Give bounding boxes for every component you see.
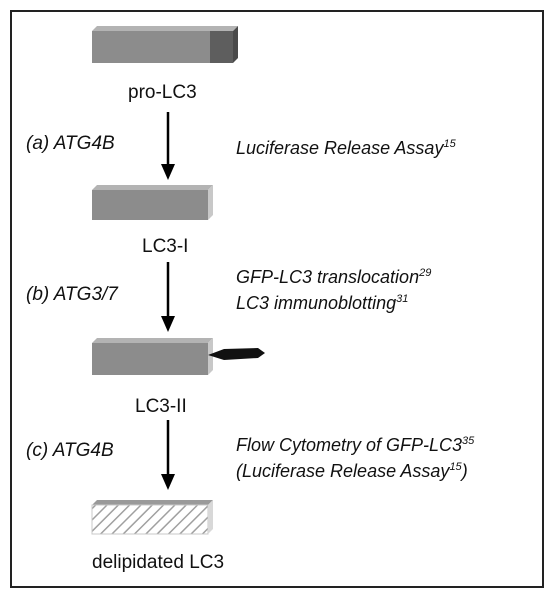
assay-b: GFP-LC3 translocation29 LC3 immunoblotti…	[236, 262, 431, 314]
lc3-ii-label: LC3-II	[135, 396, 187, 417]
assay-c-line2-close: )	[461, 461, 468, 481]
lc3-i-bar	[92, 185, 213, 220]
arrow-c	[161, 420, 175, 490]
assay-b-line2: LC3 immunoblotting	[236, 293, 397, 313]
assay-a-ref: 15	[443, 138, 456, 150]
assay-c-line2-ref: 15	[449, 461, 462, 473]
assay-c: Flow Cytometry of GFP-LC335 (Luciferase …	[236, 430, 474, 482]
arrow-a	[161, 112, 175, 180]
step-a-label: (a) ATG4B	[26, 133, 115, 154]
figure-frame	[10, 10, 544, 588]
assay-a-line1: Luciferase Release Assay	[236, 138, 444, 158]
lc3-i-label: LC3-I	[142, 236, 189, 257]
assay-b-line2-ref: 31	[396, 293, 409, 305]
assay-c-line1-ref: 35	[462, 435, 475, 447]
assay-a: Luciferase Release Assay15	[236, 133, 456, 159]
assay-c-line2: (Luciferase Release Assay	[236, 461, 450, 481]
arrow-b	[161, 262, 175, 332]
delipidated-lc3-label: delipidated LC3	[92, 552, 225, 573]
step-c-label: (c) ATG4B	[26, 440, 114, 461]
pro-lc3-label: pro-LC3	[128, 82, 197, 103]
delipidated-lc3-bar	[91, 500, 213, 535]
assay-b-line1: GFP-LC3 translocation	[236, 267, 420, 287]
assay-b-line1-ref: 29	[419, 267, 432, 279]
lipid-anchor	[208, 348, 265, 360]
step-b-label: (b) ATG3/7	[26, 284, 118, 305]
pro-lc3-bar	[92, 26, 238, 63]
assay-c-line1: Flow Cytometry of GFP-LC3	[236, 435, 463, 455]
lc3-ii-bar	[92, 338, 213, 375]
